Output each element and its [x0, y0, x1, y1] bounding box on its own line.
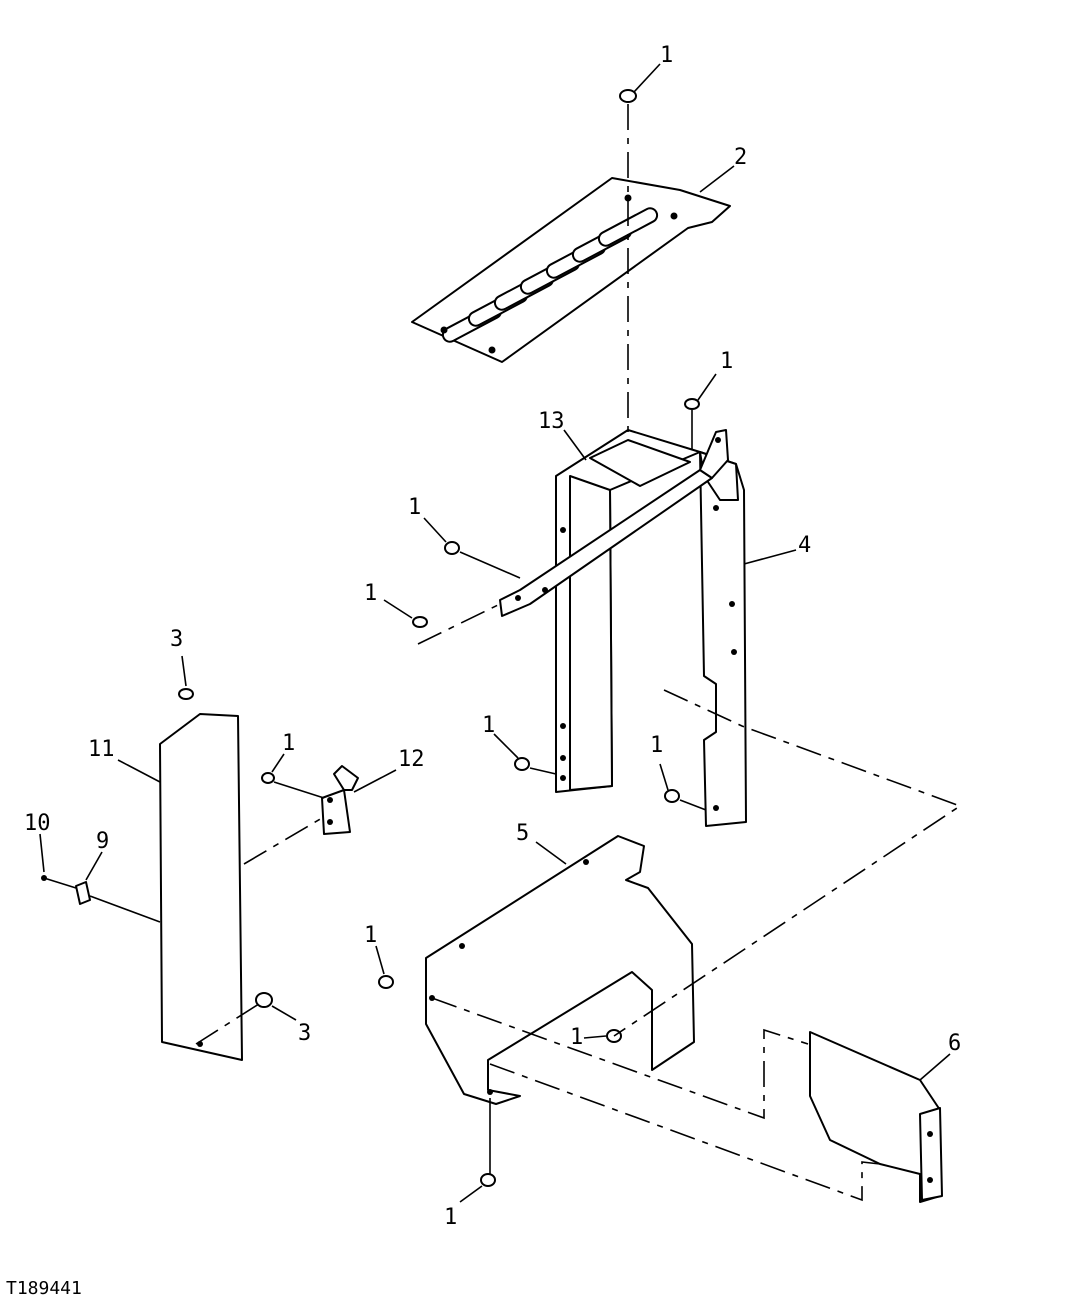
callout-1: 1	[408, 495, 421, 520]
callout-1: 1	[444, 1205, 457, 1230]
callout-1: 1	[482, 713, 495, 738]
callout-4: 4	[798, 533, 811, 558]
part-4-side-panel	[699, 451, 747, 827]
part-11-side-cover	[159, 713, 243, 1061]
callout-3: 3	[298, 1021, 311, 1046]
support-rod	[499, 429, 729, 617]
callout-6: 6	[948, 1031, 961, 1056]
leader-lines	[39, 63, 951, 1203]
callout-labels: 1 2 1 13 1 4 1 3 11 1 12 1 1 10 9 5 1 1 …	[24, 43, 961, 1230]
callout-3: 3	[170, 627, 183, 652]
callout-1: 1	[364, 581, 377, 606]
part-6-plate	[809, 1031, 943, 1203]
part-2-slotted-cover	[411, 177, 731, 363]
part-10-pin	[41, 875, 77, 889]
callout-5: 5	[516, 821, 529, 846]
callout-12: 12	[398, 747, 425, 772]
part-9-knob	[75, 881, 91, 905]
callout-1: 1	[364, 923, 377, 948]
callout-1: 1	[570, 1025, 583, 1050]
callout-1: 1	[282, 731, 295, 756]
callout-11: 11	[88, 737, 115, 762]
callout-13: 13	[538, 409, 565, 434]
callout-1: 1	[650, 733, 663, 758]
part-5-bracket	[425, 835, 695, 1105]
callout-2: 2	[734, 145, 747, 170]
part-12-hinge	[321, 765, 359, 835]
callout-1: 1	[660, 43, 673, 68]
figure-id: T189441	[6, 1278, 82, 1299]
assembly-centerlines	[89, 104, 962, 1202]
callout-10: 10	[24, 811, 51, 836]
callout-1: 1	[720, 349, 733, 374]
callout-9: 9	[96, 829, 109, 854]
